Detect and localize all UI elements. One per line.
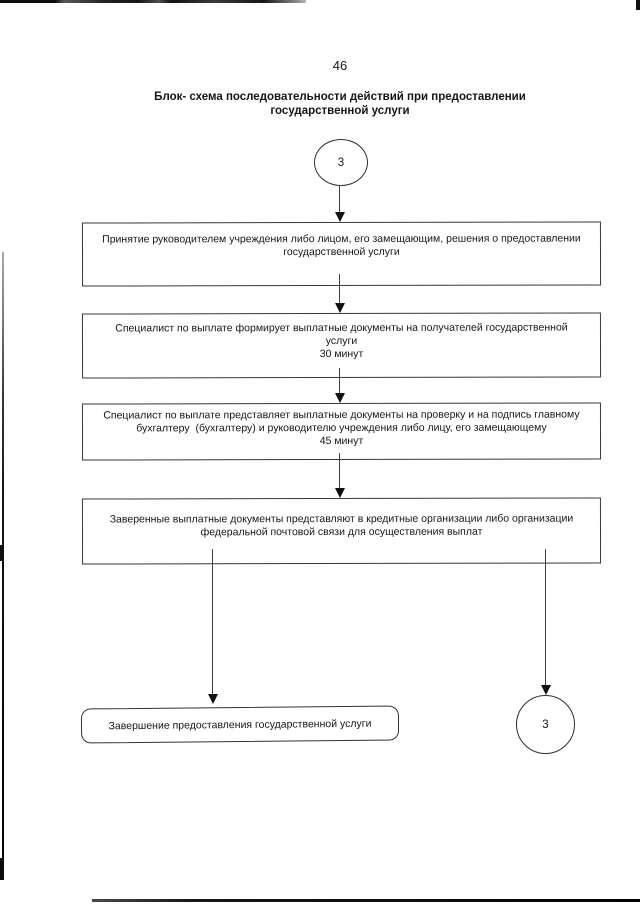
- arrow-down-icon: [334, 303, 345, 313]
- arrow-down-icon: [207, 694, 218, 704]
- arrow-shaft: [339, 274, 341, 304]
- arrow-shaft: [339, 453, 341, 489]
- page-title-line: государственной услуги: [270, 105, 410, 117]
- flow-connector-top: 3: [314, 139, 368, 186]
- flow-step-text: бухгалтеру (бухгалтеру) и руководителю у…: [136, 421, 547, 435]
- arrow-shaft: [339, 185, 341, 213]
- flow-step-text: Заверенные выплатные документы представл…: [109, 512, 574, 526]
- flow-connector-label: 3: [337, 156, 345, 169]
- flow-step-text: Специалист по выплате представляет выпла…: [103, 408, 580, 422]
- flow-step-verification: Специалист по выплате представляет выпла…: [81, 402, 602, 461]
- scan-artifact-top-edge: [0, 0, 306, 3]
- flow-step-form-documents: Специалист по выплате формирует выплатны…: [81, 312, 602, 379]
- page-title: Блок- схема последовательности действий …: [0, 90, 640, 118]
- scan-artifact-left-blob: [0, 545, 4, 561]
- flow-step-text: Специалист по выплате формирует выплатны…: [115, 321, 568, 335]
- flow-step-text: Принятие руководителем учреждения либо л…: [102, 232, 581, 246]
- flow-connector-bottom: 3: [516, 695, 575, 754]
- scan-artifact-left-blob: [0, 858, 4, 880]
- flow-connector-label: 3: [542, 718, 549, 731]
- arrow-down-icon: [540, 685, 551, 695]
- flow-step-duration: 45 минут: [319, 434, 364, 448]
- page-number: 46: [332, 58, 348, 73]
- scan-artifact-bottom-edge: [92, 899, 640, 902]
- arrow-shaft: [545, 549, 547, 686]
- flow-step-completion: Завершение предоставления государственно…: [80, 705, 400, 744]
- scan-artifact-top-right: [636, 0, 640, 10]
- arrow-shaft: [212, 549, 214, 695]
- flow-step-duration: 30 минут: [319, 347, 364, 361]
- arrow-shaft: [339, 368, 341, 394]
- arrow-down-icon: [334, 393, 345, 403]
- arrow-down-icon: [334, 488, 345, 498]
- page-title-line: Блок- схема последовательности действий …: [154, 91, 526, 103]
- arrow-down-icon: [334, 212, 345, 222]
- flow-step-text: федеральной почтовой связи для осуществл…: [200, 525, 483, 539]
- flow-step-text: услуги: [325, 334, 358, 348]
- scan-artifact-left-edge: [2, 252, 4, 874]
- flow-step-submit-documents: Заверенные выплатные документы представл…: [81, 497, 602, 565]
- flow-step-text: государственной услуги: [283, 245, 400, 259]
- flow-step-decision: Принятие руководителем учреждения либо л…: [81, 221, 602, 287]
